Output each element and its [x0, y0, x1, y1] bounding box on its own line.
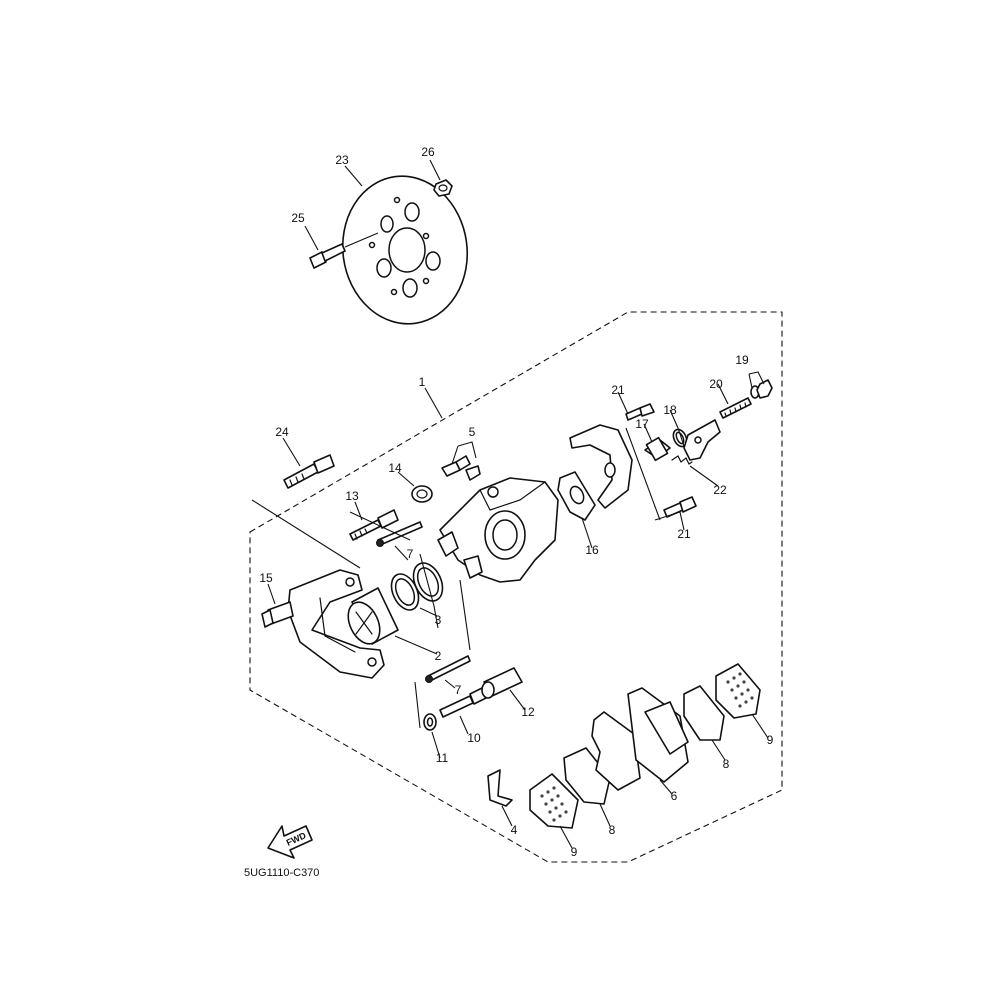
- callout-6: 6: [671, 789, 678, 803]
- bolt-washer: [423, 713, 437, 731]
- callout-7-lower: 7: [455, 683, 462, 697]
- caliper-bracket: [287, 569, 385, 679]
- pad-shim-clip: [487, 769, 513, 807]
- callout-5: 5: [469, 425, 476, 439]
- callout-9-lower: 9: [571, 845, 578, 859]
- brake-pad-center: [591, 687, 689, 791]
- holder-bolt: [719, 397, 752, 419]
- hose-holder: [683, 419, 721, 461]
- brake-pad-lower: [529, 773, 579, 829]
- bracket-bolt-upper: [625, 403, 655, 421]
- holder-nut-washer: [750, 379, 773, 399]
- forward-arrow: FWD: [267, 825, 313, 859]
- support-bolt: [439, 687, 487, 718]
- callout-11: 11: [436, 751, 449, 765]
- pad-shim-upper: [683, 685, 725, 741]
- callout-24: 24: [275, 425, 289, 439]
- pad-pin-upper: [376, 521, 423, 547]
- caliper-body: [437, 477, 559, 583]
- callout-14: 14: [388, 461, 402, 475]
- disc-bolt: [309, 232, 379, 269]
- callout-19: 19: [735, 353, 749, 367]
- callout-18: 18: [663, 403, 677, 417]
- leader-lines: [267, 159, 769, 849]
- callout-21-upper: 21: [611, 383, 625, 397]
- brake-pad-upper: [715, 663, 761, 719]
- mounting-bolt: [283, 454, 335, 489]
- callout-1: 1: [419, 375, 426, 389]
- pad-spring: [671, 455, 693, 465]
- slide-sleeve: [481, 667, 523, 699]
- caliper-gasket: [557, 471, 596, 521]
- callout-26: 26: [421, 145, 435, 159]
- callout-17: 17: [635, 417, 649, 431]
- callout-numbers: 23 26 25 1 24 5 14 13 7 15 3 2 7 12 10 1…: [259, 145, 773, 859]
- callout-8-upper: 8: [723, 757, 730, 771]
- callout-8-lower: 8: [609, 823, 616, 837]
- slide-pin: [644, 436, 671, 462]
- callout-3: 3: [435, 613, 442, 627]
- bracket-bolt-lower: [663, 496, 697, 518]
- caliper-support-bracket: [569, 424, 633, 509]
- group-brackets: [251, 371, 765, 729]
- bleed-screw: [441, 455, 481, 481]
- callout-15: 15: [259, 571, 273, 585]
- callout-22: 22: [713, 483, 727, 497]
- brake-disc: [341, 175, 469, 325]
- callout-16: 16: [585, 543, 599, 557]
- callout-2: 2: [435, 649, 442, 663]
- callout-7-upper: 7: [407, 547, 414, 561]
- callout-13: 13: [345, 489, 359, 503]
- callout-10: 10: [467, 731, 481, 745]
- bleed-cap: [411, 485, 433, 503]
- callout-20: 20: [709, 377, 723, 391]
- callout-23: 23: [335, 153, 349, 167]
- bracket-pin: [261, 601, 294, 628]
- pad-pin-lower: [425, 655, 471, 683]
- callout-25: 25: [291, 211, 305, 225]
- callout-9-upper: 9: [767, 733, 774, 747]
- piston-seal-set: [390, 562, 444, 611]
- disc-nut: [433, 179, 453, 197]
- pad-shim-lower: [563, 747, 611, 805]
- diagram-code: 5UG1110-C370: [244, 867, 319, 879]
- caliper-bolt: [349, 509, 399, 541]
- callout-4: 4: [511, 823, 518, 837]
- caliper-piston: [347, 587, 399, 645]
- callout-12: 12: [521, 705, 535, 719]
- assembly-boundary: [249, 311, 783, 863]
- callout-21-lower: 21: [677, 527, 691, 541]
